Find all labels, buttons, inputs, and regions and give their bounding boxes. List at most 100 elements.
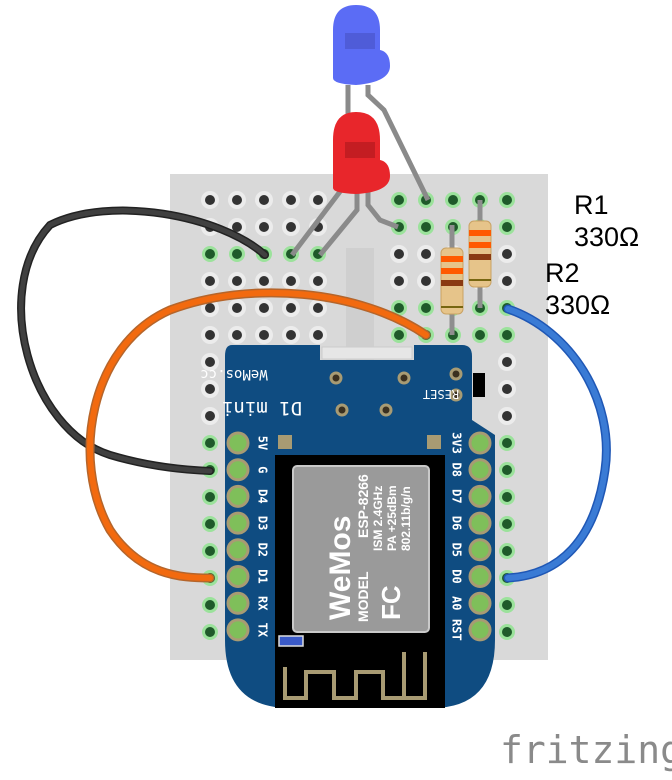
breadboard-hole-center bbox=[205, 303, 215, 313]
header-pin-5v[interactable] bbox=[226, 431, 250, 455]
module-model: ESP-8266 bbox=[355, 474, 371, 538]
breadboard-hole-center bbox=[421, 249, 431, 259]
header-pin-tx[interactable] bbox=[226, 618, 250, 642]
breadboard-hole-center bbox=[421, 222, 431, 232]
breadboard-hole-center bbox=[259, 222, 269, 232]
breadboard-hole-center bbox=[232, 330, 242, 340]
resistor-r1[interactable] bbox=[468, 200, 492, 308]
header-pin-d3[interactable] bbox=[226, 511, 250, 535]
reset-button[interactable] bbox=[473, 373, 485, 397]
pin-label: D1 bbox=[256, 569, 270, 583]
pin-label: D5 bbox=[450, 543, 464, 557]
board-text: WeMos.cc D1 mini RESET bbox=[200, 366, 459, 419]
pin-label: G bbox=[256, 466, 270, 473]
breadboard-hole-center bbox=[502, 411, 512, 421]
via-hole bbox=[397, 371, 411, 385]
module-pad bbox=[278, 435, 292, 449]
header-pin-d2[interactable] bbox=[226, 538, 250, 562]
breadboard-hole-center bbox=[232, 222, 242, 232]
via-hole bbox=[329, 371, 343, 385]
breadboard-hole-center bbox=[205, 600, 215, 610]
breadboard-hole-center bbox=[205, 546, 215, 556]
via-hole bbox=[379, 403, 393, 417]
header-pin-d8[interactable] bbox=[468, 458, 492, 482]
breadboard-hole-center bbox=[421, 303, 431, 313]
breadboard-hole-center bbox=[394, 303, 404, 313]
breadboard-hole-center bbox=[286, 303, 296, 313]
breadboard-hole-center bbox=[502, 357, 512, 367]
pin-label: D0 bbox=[450, 569, 464, 583]
breadboard-hole-center bbox=[394, 249, 404, 259]
wire-blue-core bbox=[505, 306, 610, 581]
breadboard-hole-center bbox=[313, 195, 323, 205]
breadboard-hole-center bbox=[232, 249, 242, 259]
breadboard-hole-center bbox=[394, 276, 404, 286]
via-hole bbox=[449, 388, 463, 402]
reset-label: RESET bbox=[423, 387, 459, 401]
brand-text: WeMos.cc bbox=[200, 366, 267, 382]
breadboard-hole-center bbox=[205, 249, 215, 259]
esp-module-shield bbox=[292, 465, 430, 633]
header-pin-d6[interactable] bbox=[468, 511, 492, 535]
header-pin-d0[interactable] bbox=[468, 565, 492, 588]
module-line-3: 802.11b/g/n bbox=[399, 486, 413, 551]
breadboard-hole-center bbox=[259, 330, 269, 340]
via-hole bbox=[449, 367, 463, 381]
board-name: D1 mini bbox=[222, 397, 302, 419]
pin-label: 5V bbox=[256, 436, 270, 450]
pcb-antenna bbox=[283, 652, 427, 700]
pin-label: D7 bbox=[450, 489, 464, 503]
header-pin-3v3[interactable] bbox=[468, 431, 492, 455]
breadboard-hole-center bbox=[502, 195, 512, 205]
resistor-r2[interactable] bbox=[440, 225, 464, 335]
breadboard-hole-center bbox=[502, 384, 512, 394]
breadboard-hole-center bbox=[313, 303, 323, 313]
breadboard-hole-center bbox=[205, 492, 215, 502]
led-red[interactable] bbox=[333, 112, 390, 194]
breadboard-hole-center bbox=[475, 330, 485, 340]
breadboard-hole-center bbox=[502, 546, 512, 556]
breadboard-hole-center bbox=[205, 438, 215, 448]
breadboard-hole-center bbox=[502, 276, 512, 286]
pin-label: TX bbox=[256, 623, 270, 638]
module-line-1: ISM 2.4GHz bbox=[371, 486, 385, 551]
led-blue[interactable] bbox=[333, 5, 390, 85]
header-pin-rst[interactable] bbox=[468, 618, 492, 642]
breadboard-hole-center bbox=[502, 600, 512, 610]
breadboard-hole-center bbox=[313, 276, 323, 286]
r2-value-label: 330Ω bbox=[545, 290, 611, 320]
breadboard-hole-center bbox=[205, 627, 215, 637]
wemos-d1-mini[interactable] bbox=[225, 345, 495, 708]
breadboard-hole-center bbox=[205, 357, 215, 367]
breadboard-hole-center bbox=[502, 438, 512, 448]
header-pin-g[interactable] bbox=[226, 458, 250, 482]
breadboard-hole-center bbox=[286, 222, 296, 232]
breadboard-hole-center bbox=[394, 330, 404, 340]
module-line-2: PA +25dBm bbox=[385, 485, 399, 551]
breadboard-hole-center bbox=[232, 303, 242, 313]
breadboard-hole-center bbox=[232, 195, 242, 205]
led-legs bbox=[290, 85, 431, 257]
pin-label: D2 bbox=[256, 543, 270, 557]
pin-label: D8 bbox=[450, 462, 464, 476]
breadboard-hole-center bbox=[259, 276, 269, 286]
header-pin-a0[interactable] bbox=[468, 591, 492, 615]
pin-label: D3 bbox=[256, 516, 270, 530]
header-pin-d4[interactable] bbox=[226, 484, 250, 508]
header-pin-d7[interactable] bbox=[468, 484, 492, 508]
header-pin-d1[interactable] bbox=[226, 565, 250, 588]
breadboard-hole-center bbox=[286, 195, 296, 205]
r1-ref-label: R1 bbox=[574, 190, 609, 220]
breadboard-hole-center bbox=[205, 276, 215, 286]
wire-orange-core bbox=[87, 289, 429, 581]
r1-value-label: 330Ω bbox=[574, 222, 640, 252]
breadboard-hole-center bbox=[259, 195, 269, 205]
header-pin-d5[interactable] bbox=[468, 538, 492, 562]
breadboard-hole-center bbox=[502, 465, 512, 475]
breadboard-hole-center bbox=[286, 330, 296, 340]
r2-ref-label: R2 bbox=[545, 258, 580, 288]
wire-black-core bbox=[18, 208, 268, 474]
header-pin-rx[interactable] bbox=[226, 591, 250, 615]
breadboard-hole-center bbox=[205, 384, 215, 394]
